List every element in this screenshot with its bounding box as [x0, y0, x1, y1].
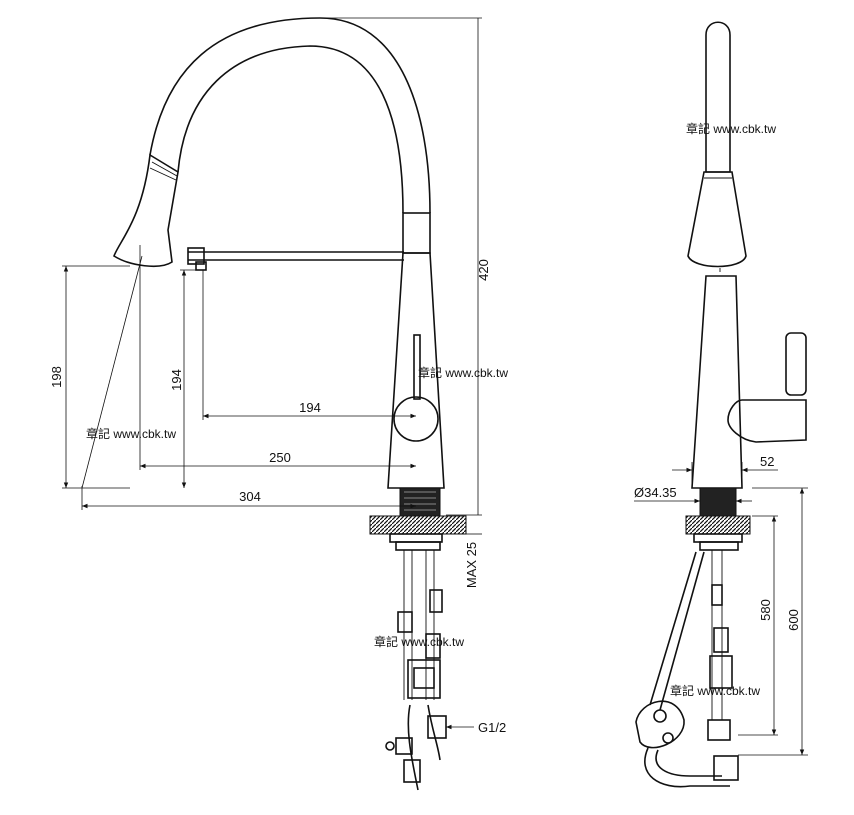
- side-sprayhead: [687, 171, 747, 268]
- watermark: 章記 www.cbk.tw: [418, 365, 508, 380]
- dim-194v-label: 194: [169, 369, 184, 391]
- spout-arm: [188, 251, 404, 261]
- gooseneck-inner: [177, 45, 404, 214]
- sprayhead: [113, 153, 179, 268]
- handle-lever: [413, 334, 421, 400]
- g12-label: G1/2: [478, 720, 506, 735]
- watermark: 章記 www.cbk.tw: [86, 426, 176, 441]
- dim-304-label: 304: [239, 489, 261, 504]
- dim-420: 420: [320, 17, 491, 516]
- side-supply-hoses: [635, 550, 739, 788]
- dim-580: 580: [738, 515, 778, 736]
- dim-600-label: 600: [786, 609, 801, 631]
- supply-hoses: [385, 550, 447, 791]
- side-threaded-mount: [699, 487, 737, 517]
- dim-198-label: 198: [49, 366, 64, 388]
- side-handle-lever: [785, 332, 807, 396]
- dim-600: 600: [738, 487, 808, 756]
- dim-diameter: Ø34.35: [634, 485, 752, 505]
- side-body: [691, 275, 743, 489]
- dim-420-label: 420: [476, 259, 491, 281]
- watermark: 章記 www.cbk.tw: [670, 683, 760, 698]
- dim-250-label: 250: [269, 450, 291, 465]
- watermark: 章記 www.cbk.tw: [374, 634, 464, 649]
- side-deck-plate: [685, 515, 751, 535]
- dim-194-horizontal: 194: [202, 270, 416, 420]
- dim-52-label: 52: [760, 454, 774, 469]
- dim-250: 250: [139, 245, 416, 470]
- front-view: 420 MAX 25 198 194 194 250: [49, 17, 506, 791]
- dim-304: 304: [81, 255, 416, 510]
- dim-max25: MAX 25: [464, 533, 482, 588]
- watermarks: 章記 www.cbk.tw 章記 www.cbk.tw 章記 www.cbk.t…: [86, 121, 776, 698]
- body-upper-sleeve: [402, 212, 431, 254]
- side-view: Ø34.35 52 580 600: [634, 21, 808, 788]
- dim-194-vertical: 194: [169, 269, 200, 488]
- deck-plate: [369, 515, 467, 535]
- dim-g12: G1/2: [446, 720, 506, 735]
- faucet-body: [387, 252, 445, 489]
- handle-knob: [393, 396, 439, 442]
- dim-52: 52: [672, 454, 778, 486]
- watermark: 章記 www.cbk.tw: [686, 121, 776, 136]
- dim-diameter-label: Ø34.35: [634, 485, 677, 500]
- side-handle-block: [727, 399, 807, 443]
- dim-580-label: 580: [758, 599, 773, 621]
- dim-198: 198: [49, 265, 130, 489]
- dim-max25-label: MAX 25: [464, 542, 479, 588]
- side-spout-top: [705, 21, 731, 173]
- dim-194h-label: 194: [299, 400, 321, 415]
